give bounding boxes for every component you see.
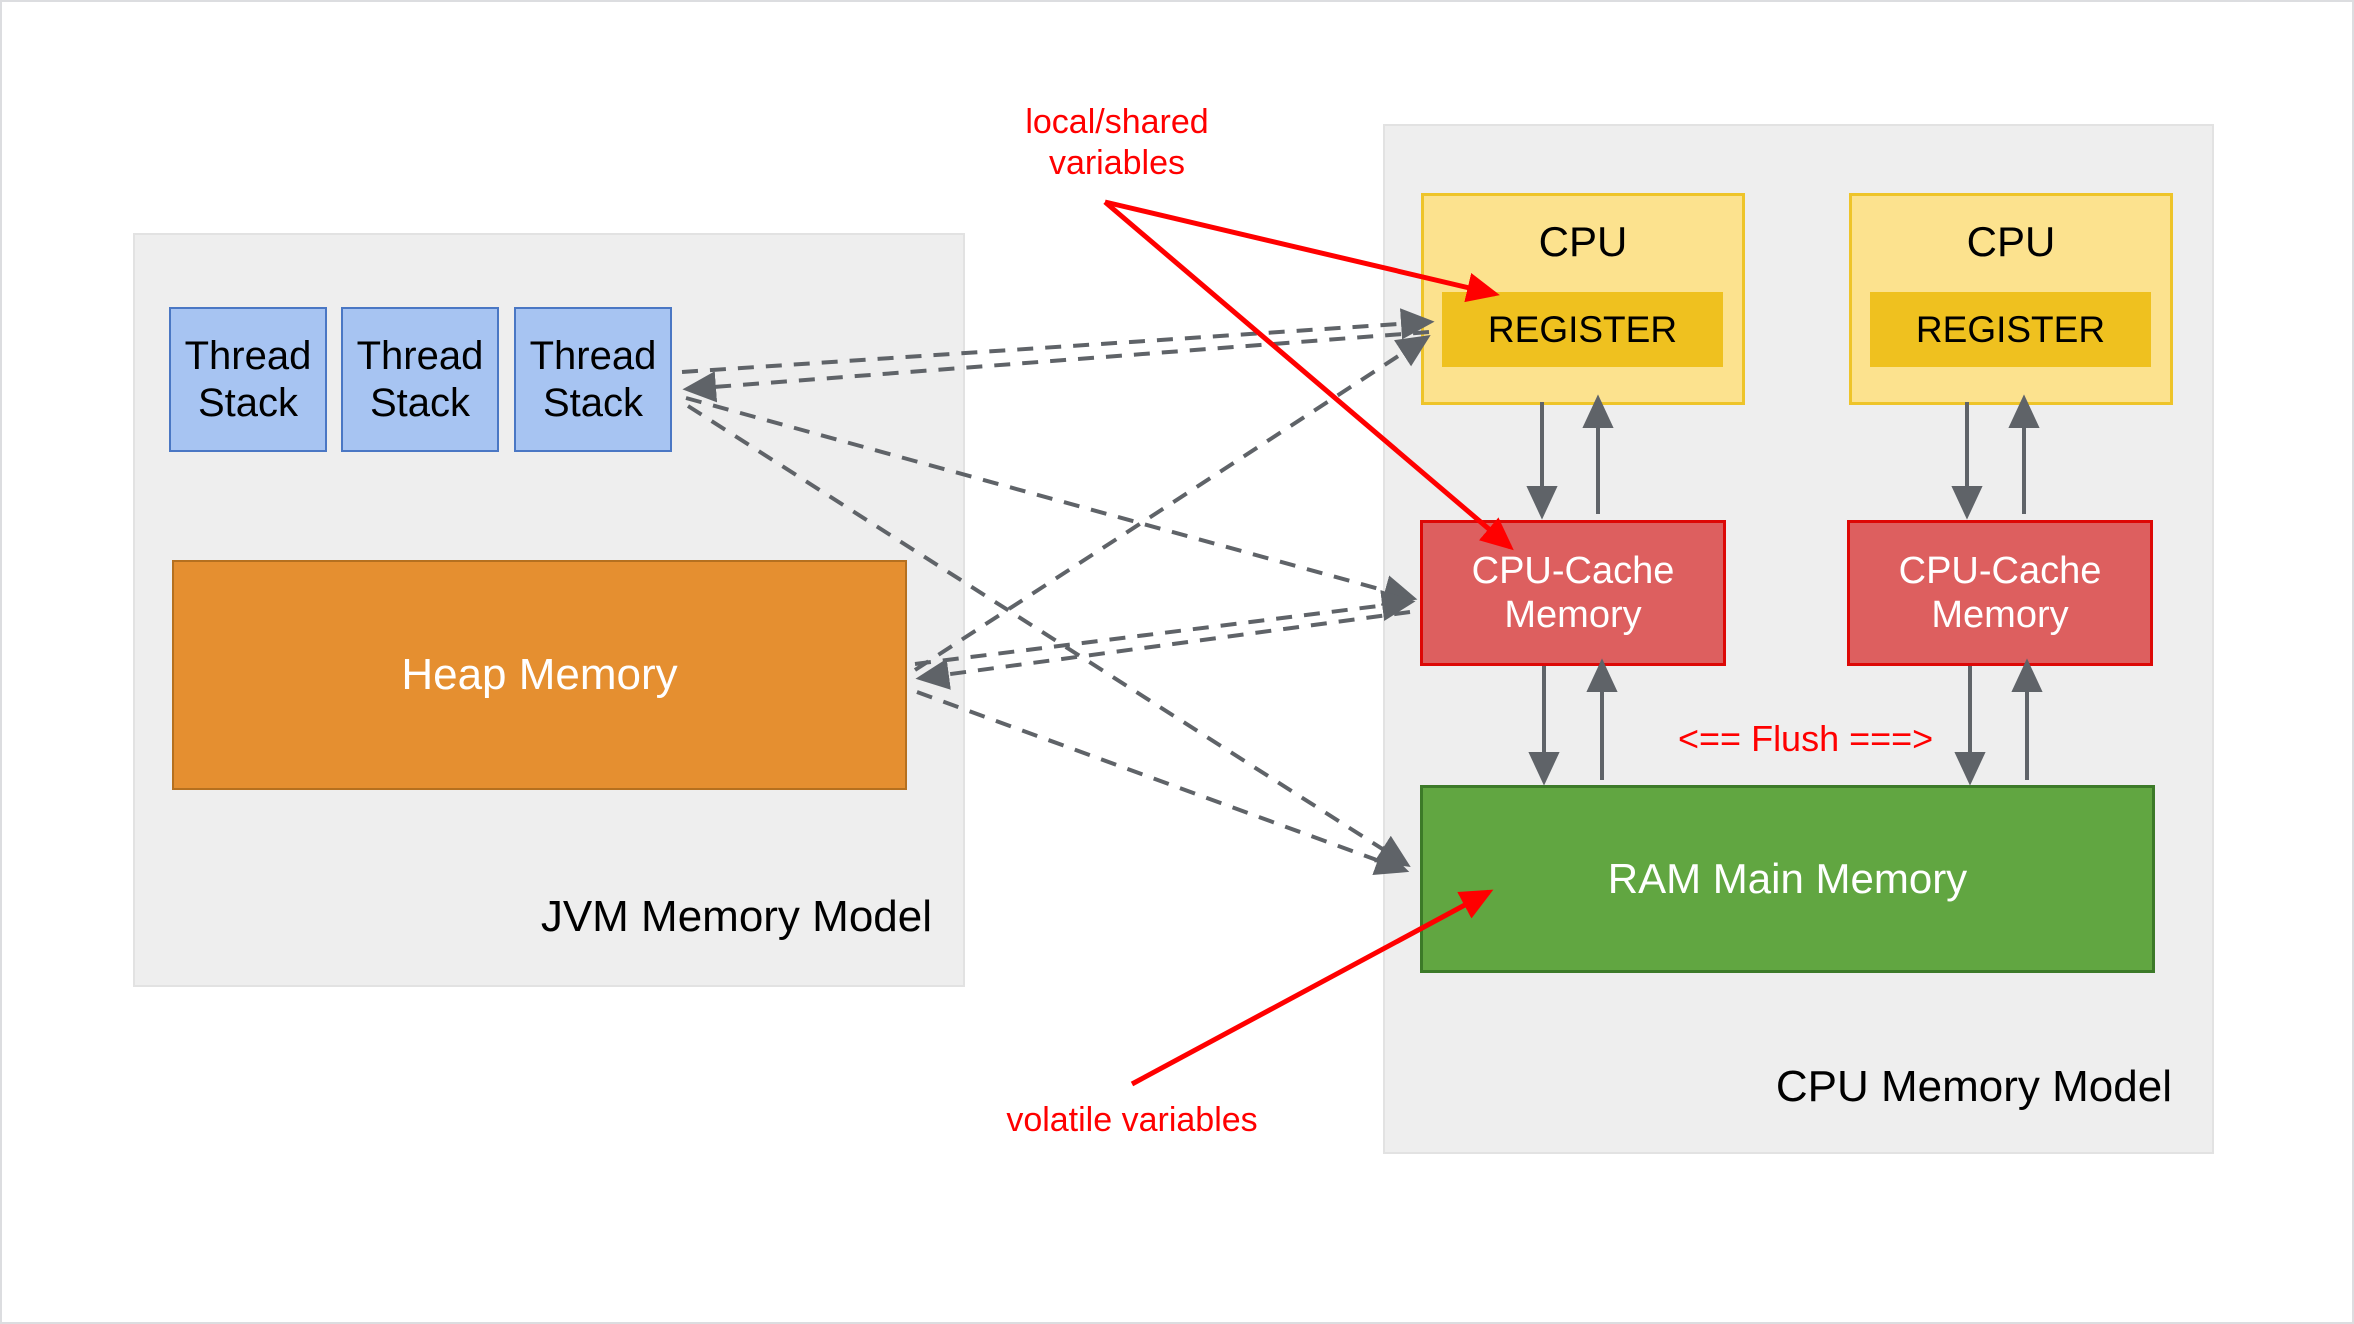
dashed-arrow-heap-to-register <box>913 334 1431 672</box>
heap-memory-box[interactable]: Heap Memory <box>172 560 907 790</box>
cpu-cache-memory-box-2[interactable]: CPU-Cache Memory <box>1847 520 2153 666</box>
register-box-2[interactable]: REGISTER <box>1870 292 2151 367</box>
dashed-arrow-heap-to-ram <box>916 690 1410 876</box>
jvm-panel-label: JVM Memory Model <box>540 892 932 941</box>
cpu-panel-label: CPU Memory Model <box>1775 1062 2172 1111</box>
thread-stack-box-1[interactable]: Thread Stack <box>169 307 327 452</box>
local-shared-variables-label: local/shared variables <box>1025 103 1209 182</box>
ram-main-memory-box[interactable]: RAM Main Memory <box>1420 785 2155 973</box>
volatile-variables-label: volatile variables <box>1006 1101 1258 1139</box>
dashed-arrow-heap-to-cache <box>914 590 1416 666</box>
register-box-1[interactable]: REGISTER <box>1442 292 1723 367</box>
cpu-cache-memory-box-1[interactable]: CPU-Cache Memory <box>1420 520 1726 666</box>
dashed-arrow-cache-to-heap <box>915 610 1411 690</box>
flush-label: <== Flush ===> <box>1678 718 1934 759</box>
thread-stack-box-3[interactable]: Thread Stack <box>514 307 672 452</box>
thread-stack-box-2[interactable]: Thread Stack <box>341 307 499 452</box>
